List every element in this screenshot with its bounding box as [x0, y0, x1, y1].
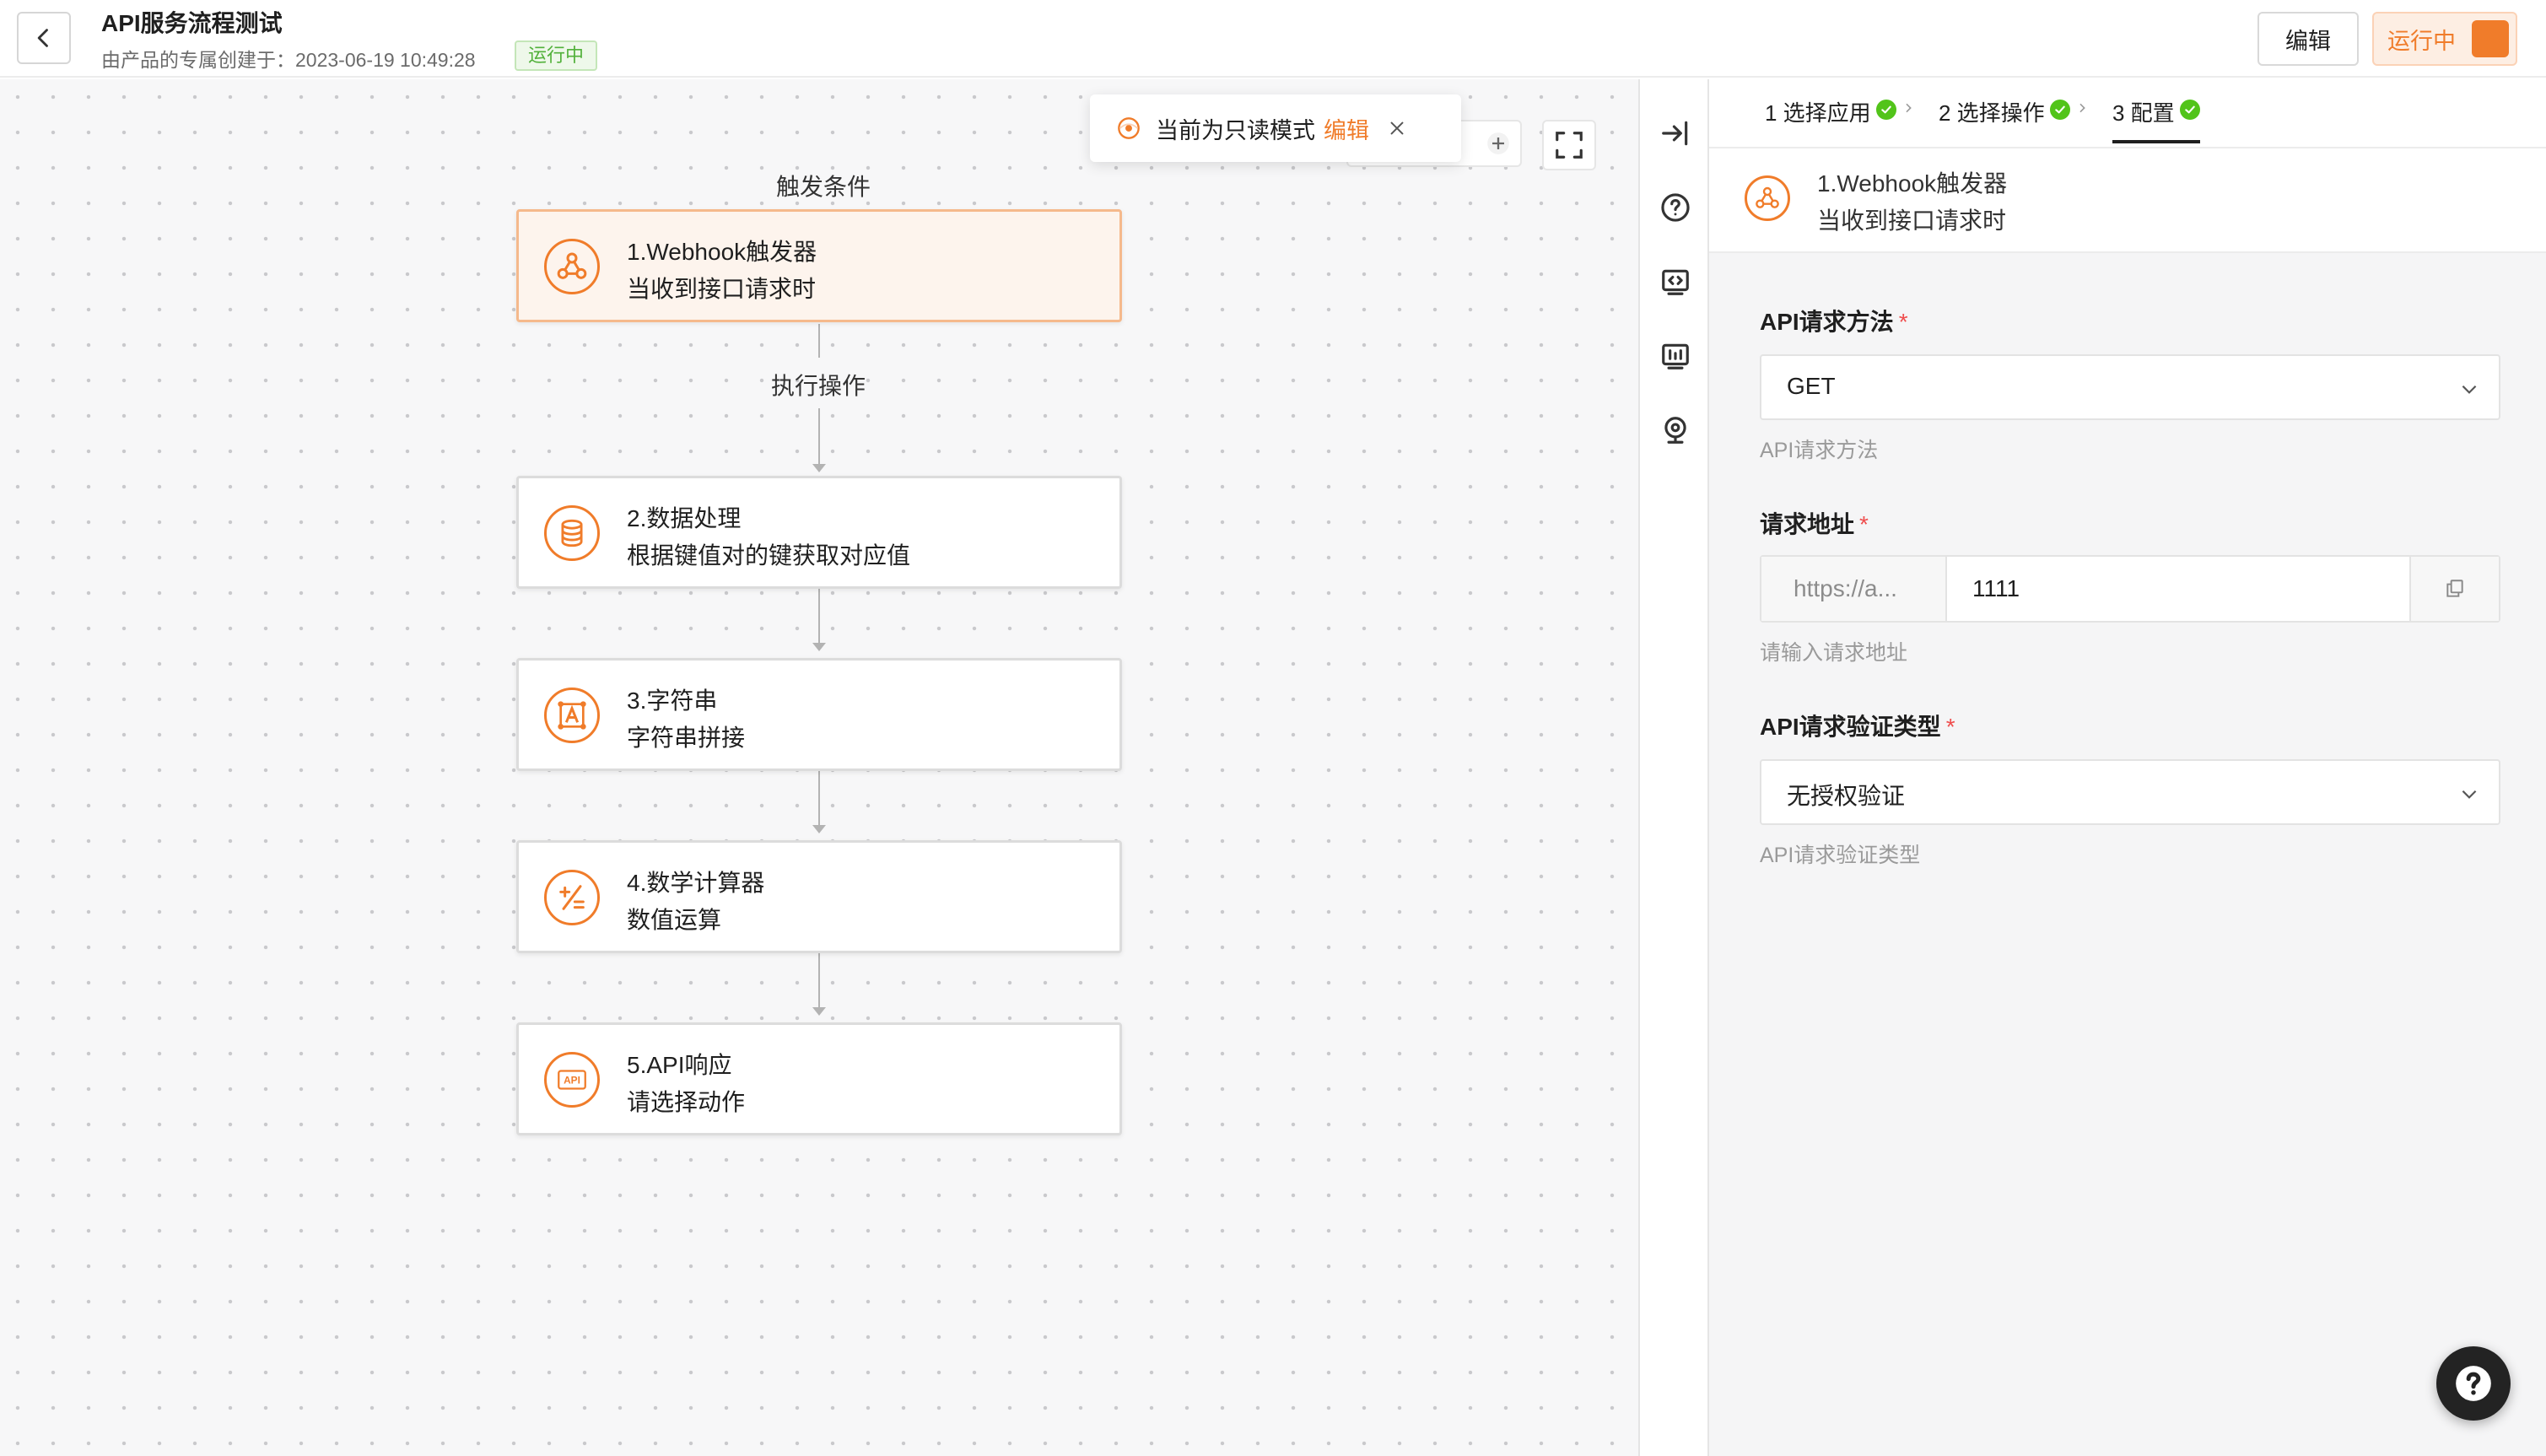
selected-node-title: 1.Webhook触发器	[1817, 170, 2008, 197]
exec-section-label: 执行操作	[771, 373, 866, 399]
app-created-meta: 由产品的专属创建于：2023-06-19 10:49:28	[101, 49, 476, 71]
flow-node-webhook[interactable]: 1.Webhook触发器 当收到接口请求时	[516, 209, 1122, 322]
check-circle-icon	[2179, 100, 2200, 120]
flow-connector	[818, 769, 820, 828]
node-subtitle: 根据键值对的键获取对应值	[627, 542, 911, 569]
config-panel: 1 选择应用 2 选择操作 3 配置 1.Webhook触发器 当收到接口请求时	[1709, 79, 2546, 1456]
url-label-text: 请求地址	[1760, 511, 1855, 537]
help-circle-icon[interactable]	[1657, 189, 1694, 226]
step-select-action[interactable]: 2 选择操作	[1939, 96, 2089, 147]
header-bar: API服务流程测试 由产品的专属创建于：2023-06-19 10:49:28 …	[0, 0, 2546, 78]
step-label: 1 选择应用	[1765, 100, 1871, 126]
selected-node-subtitle: 当收到接口请求时	[1817, 208, 2007, 234]
svg-text:API: API	[564, 1075, 580, 1087]
selected-node-summary: 1.Webhook触发器 当收到接口请求时	[1709, 148, 2546, 253]
auth-select-value: 无授权验证	[1787, 783, 1906, 809]
url-help-text: 请输入请求地址	[1760, 641, 1908, 665]
readonly-banner: 当前为只读模式 编辑	[1090, 94, 1461, 162]
auth-type-select[interactable]: 无授权验证	[1760, 759, 2500, 825]
api-icon: API	[544, 1052, 600, 1108]
help-icon	[2456, 1366, 2491, 1401]
flow-node-string[interactable]: 3.字符串 字符串拼接	[516, 658, 1122, 771]
node-subtitle: 请选择动作	[627, 1089, 746, 1115]
auth-help-text: API请求验证类型	[1760, 844, 1921, 867]
chevron-down-icon	[2458, 783, 2480, 809]
method-select[interactable]: GET	[1760, 354, 2500, 420]
chevron-left-icon	[37, 29, 48, 47]
back-button[interactable]	[17, 12, 71, 64]
method-field-label: API请求方法*	[1760, 304, 1908, 337]
arrow-head	[812, 825, 826, 833]
app-title: API服务流程测试	[101, 10, 283, 36]
zoom-in-icon[interactable]	[1486, 132, 1510, 159]
step-configure[interactable]: 3 配置	[2112, 96, 2200, 143]
toggle-knob	[2472, 20, 2509, 57]
step-label: 3 配置	[2112, 100, 2175, 126]
flow-connector	[818, 408, 820, 467]
method-select-value: GET	[1787, 373, 1836, 399]
url-field-label: 请求地址*	[1760, 506, 1869, 540]
required-mark: *	[1945, 714, 1955, 740]
flow-node-math-calculator[interactable]: 4.数学计算器 数值运算	[516, 840, 1122, 953]
status-badge: 运行中	[515, 40, 598, 71]
required-mark: *	[1859, 511, 1869, 537]
fullscreen-button[interactable]	[1542, 120, 1596, 170]
step-select-app[interactable]: 1 选择应用	[1765, 96, 1915, 147]
string-icon	[544, 688, 600, 743]
node-title: 5.API响应	[627, 1052, 732, 1078]
check-circle-icon	[2049, 100, 2070, 120]
code-icon[interactable]	[1657, 263, 1694, 300]
step-label: 2 选择操作	[1939, 100, 2045, 126]
database-icon	[544, 505, 600, 561]
method-help-text: API请求方法	[1760, 439, 1879, 462]
check-circle-icon	[1875, 100, 1896, 120]
edit-button[interactable]: 编辑	[2257, 12, 2359, 66]
node-subtitle: 当收到接口请求时	[627, 276, 817, 302]
arrow-head	[812, 643, 826, 651]
node-subtitle: 字符串拼接	[627, 725, 746, 751]
flow-canvas[interactable]: 5 当前为只读模式 编辑 触发条件 执行操作	[0, 79, 1638, 1456]
readonly-edit-link[interactable]: 编辑	[1324, 117, 1369, 143]
side-toolbar	[1638, 79, 1709, 1456]
chevron-right-icon	[2075, 101, 2089, 119]
run-toggle-label: 运行中	[2387, 28, 2456, 54]
trigger-section-label: 触发条件	[776, 174, 871, 200]
step-tabs: 1 选择应用 2 选择操作 3 配置	[1709, 79, 2546, 148]
location-pin-icon[interactable]	[1657, 412, 1694, 449]
webhook-icon	[1745, 175, 1790, 221]
log-icon[interactable]	[1657, 337, 1694, 375]
node-title: 4.数学计算器	[627, 870, 765, 896]
arrow-head	[812, 464, 826, 472]
help-fab-button[interactable]	[2436, 1346, 2511, 1421]
flow-connector	[818, 587, 820, 646]
calculator-icon	[544, 870, 600, 925]
flow-node-api-response[interactable]: API 5.API响应 请选择动作	[516, 1022, 1122, 1135]
required-mark: *	[1898, 309, 1908, 335]
eye-icon	[1118, 117, 1140, 139]
flow-connector	[818, 952, 820, 1011]
auth-label-text: API请求验证类型	[1760, 714, 1941, 740]
run-toggle[interactable]: 运行中	[2372, 12, 2517, 66]
url-input[interactable]	[1949, 557, 2411, 621]
webhook-icon	[544, 239, 600, 294]
chevron-down-icon	[2458, 378, 2480, 404]
url-prefix: https://a...	[1761, 557, 1947, 621]
auth-field-label: API请求验证类型*	[1760, 709, 1955, 742]
readonly-text: 当前为只读模式	[1156, 117, 1315, 143]
node-title: 3.字符串	[627, 688, 718, 714]
method-label-text: API请求方法	[1760, 309, 1894, 335]
fullscreen-icon	[1556, 132, 1583, 159]
copy-icon	[2446, 580, 2463, 597]
node-subtitle: 数值运算	[627, 907, 722, 933]
collapse-panel-icon[interactable]	[1657, 115, 1694, 152]
url-input-group: https://a...	[1760, 555, 2500, 623]
close-icon[interactable]	[1388, 119, 1406, 138]
node-title: 2.数据处理	[627, 505, 742, 531]
flow-connector	[818, 324, 820, 358]
node-title: 1.Webhook触发器	[627, 239, 817, 265]
arrow-head	[812, 1007, 826, 1016]
copy-button[interactable]	[2409, 557, 2499, 621]
flow-node-data-processing[interactable]: 2.数据处理 根据键值对的键获取对应值	[516, 476, 1122, 589]
chevron-right-icon	[1901, 101, 1915, 119]
